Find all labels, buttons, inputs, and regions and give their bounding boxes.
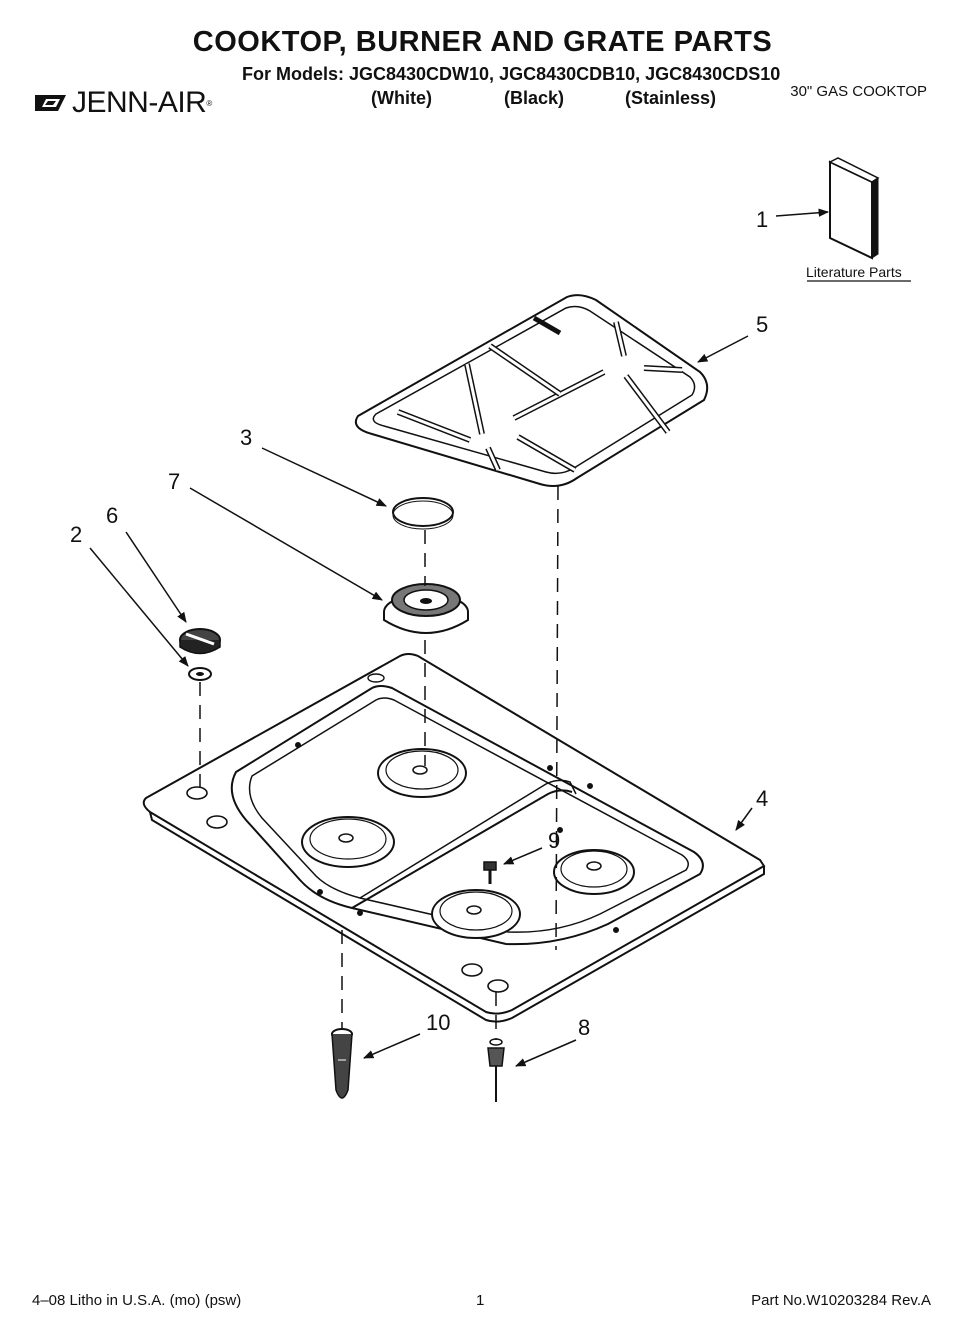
callout-5: 5: [756, 312, 768, 337]
product-type: 30" GAS COOKTOP: [790, 83, 927, 100]
footer-litho: 4–08 Litho in U.S.A. (mo) (psw): [32, 1292, 242, 1309]
registered-mark: ®: [206, 98, 213, 108]
literature-parts-booklet: [775, 157, 911, 282]
burner-cap: [392, 497, 454, 530]
brand-logo: JENN-AIR®: [34, 86, 212, 120]
callout-3: 3: [240, 425, 252, 450]
support-leg: [331, 1028, 353, 1099]
callout-4: 4: [756, 786, 768, 811]
burner-base: [383, 583, 469, 634]
jenn-air-mark-icon: [35, 95, 66, 111]
burner-opening-left-rear: [377, 748, 467, 798]
footer-page-number: 1: [476, 1292, 485, 1309]
burner-grate: [354, 294, 709, 487]
control-knob: [179, 628, 221, 655]
variant-stainless: (Stainless): [625, 88, 717, 108]
footer-part-number: Part No.W10203284 Rev.A: [751, 1292, 931, 1309]
callout-10: 10: [426, 1010, 450, 1035]
burner-opening-right-rear: [553, 849, 635, 895]
variant-white: (White): [371, 88, 432, 108]
variant-black: (Black): [504, 88, 565, 108]
callout-6: 6: [106, 503, 118, 528]
page-title: COOKTOP, BURNER AND GRATE PARTS: [192, 26, 773, 58]
callout-9: 9: [548, 828, 560, 853]
brand-name: JENN-AIR: [72, 86, 207, 119]
cooktop-panel: [142, 653, 766, 1023]
literature-parts-label: Literature Parts: [806, 264, 902, 280]
models-line: For Models: JGC8430CDW10, JGC8430CDB10, …: [242, 64, 781, 84]
callout-8: 8: [578, 1015, 590, 1040]
knob-seal: [188, 667, 212, 681]
spark-igniter: [487, 1038, 505, 1102]
burner-opening-left-front: [301, 816, 395, 868]
callout-2: 2: [70, 522, 82, 547]
mounting-screw: [483, 861, 497, 884]
burner-opening-right-front: [431, 889, 521, 939]
callout-leaders: [89, 335, 753, 1067]
assembly-guide-lines: [199, 485, 559, 1040]
callout-1: 1: [756, 207, 768, 232]
callout-7: 7: [168, 469, 180, 494]
